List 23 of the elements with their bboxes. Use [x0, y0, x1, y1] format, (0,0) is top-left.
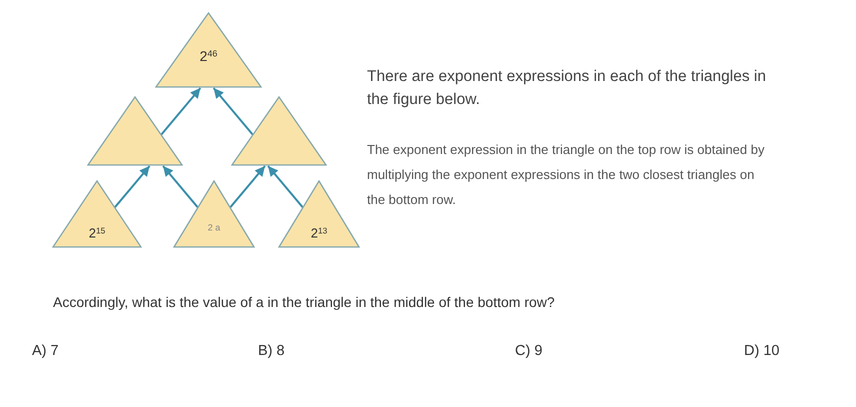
arrow: [230, 165, 266, 208]
answer-option: C) 9: [515, 343, 542, 360]
arrow: [267, 165, 304, 208]
triangle: [173, 180, 255, 248]
intro-text: There are exponent expressions in each of the triangles in the figure below.: [367, 67, 767, 110]
triangle: [87, 96, 183, 166]
exponent-expression: 2$^{46}$: [200, 49, 218, 64]
arrow: [160, 87, 202, 136]
exponent-expression: 2$^{15}$: [88, 226, 106, 240]
answer-option: A) 7: [32, 343, 59, 360]
arrow: [114, 165, 150, 208]
exponent-expression: 2 a: [208, 223, 220, 232]
triangle: [231, 96, 327, 166]
triangle: [155, 12, 262, 88]
arrow: [212, 87, 254, 136]
triangle: [278, 180, 360, 248]
answer-option: B) 8: [258, 343, 285, 360]
triangle: [52, 180, 142, 248]
question-text: Accordingly, what is the value of a in the triangle in the middle of the bottom row?: [53, 294, 556, 311]
exponent-expression: 2$^{13}$: [310, 226, 328, 240]
arrow: [162, 165, 198, 208]
instruction-text: The exponent expression in the triangle on the top row is obtained by multiplying the exponent expressions in the two closest triangles on the bottom row.: [367, 141, 766, 209]
answer-option: D) 10: [744, 343, 780, 360]
